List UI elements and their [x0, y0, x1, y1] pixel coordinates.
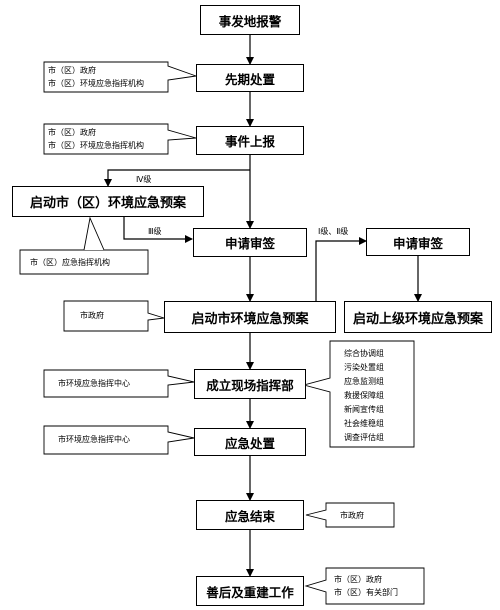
label-level1-2: Ⅰ级、Ⅱ级: [318, 227, 349, 236]
callout-c2-line2: 市（区）环境应急指挥机构: [48, 141, 144, 150]
callout-c7-shape: [305, 502, 395, 528]
step-s12: 善后及重建工作: [196, 576, 304, 606]
callout-c8: 市（区）政府 市（区）有关部门: [334, 573, 398, 599]
callout-c8-line2: 市（区）有关部门: [334, 588, 398, 597]
step-s8: 启动上级环境应急预案: [344, 301, 492, 333]
step-s10: 应急处置: [194, 428, 306, 456]
groups-list: 综合协调组 污染处置组 应急监测组 救援保障组 新闻宣传组 社会维稳组 调查评估…: [344, 347, 384, 445]
step-s2: 先期处置: [196, 64, 304, 92]
groups-callout-shape: [302, 340, 415, 448]
step-s7: 启动市环境应急预案: [164, 301, 336, 333]
callout-c2: 市（区）政府 市（区）环境应急指挥机构: [48, 126, 144, 152]
callout-c3: 市（区）应急指挥机构: [30, 256, 110, 269]
group-item: 调查评估组: [344, 433, 384, 442]
callout-c6-shape: [43, 425, 195, 455]
arrow-level4: [104, 169, 250, 187]
arrow-level1-2: [315, 237, 367, 301]
step-s5: 申请审签: [193, 228, 307, 257]
step-s4: 启动市（区）环境应急预案: [12, 186, 204, 217]
step-s3: 事件上报: [196, 126, 304, 155]
callout-c3-tail: [84, 218, 104, 250]
callout-c4: 市政府: [80, 309, 104, 322]
arrow-level3: [123, 217, 193, 243]
step-s6: 申请审签: [366, 228, 470, 256]
callout-c8-shape: [304, 567, 425, 605]
label-level3: Ⅲ级: [148, 227, 162, 236]
group-item: 综合协调组: [344, 349, 384, 358]
group-item: 新闻宣传组: [344, 405, 384, 414]
callout-c7-line1: 市政府: [340, 511, 364, 520]
callout-c5-line1: 市环境应急指挥中心: [58, 379, 130, 388]
step-s1: 事发地报警: [200, 5, 300, 35]
callout-c5-shape: [43, 369, 195, 398]
callout-c6-line1: 市环境应急指挥中心: [58, 435, 130, 444]
step-s9: 成立现场指挥部: [194, 369, 306, 399]
callout-c8-line1: 市（区）政府: [334, 575, 382, 584]
callout-c1-shape: [43, 61, 197, 93]
step-s11: 应急结束: [196, 500, 304, 530]
callout-c4-shape: [63, 300, 165, 332]
callout-c3-tail-lines: [83, 216, 105, 251]
group-item: 污染处置组: [344, 363, 384, 372]
callout-c1: 市（区）政府 市（区）环境应急指挥机构: [48, 64, 144, 90]
callout-c2-line1: 市（区）政府: [48, 128, 96, 137]
group-item: 救援保障组: [344, 391, 384, 400]
callout-c7: 市政府: [340, 509, 364, 522]
callout-c6: 市环境应急指挥中心: [58, 433, 130, 446]
callout-c1-line1: 市（区）政府: [48, 66, 96, 75]
callout-c3-shape: [19, 249, 149, 275]
callout-c1-line2: 市（区）环境应急指挥机构: [48, 79, 144, 88]
callout-c4-line1: 市政府: [80, 311, 104, 320]
group-item: 应急监测组: [344, 377, 384, 386]
group-item: 社会维稳组: [344, 419, 384, 428]
callout-c3-line1: 市（区）应急指挥机构: [30, 258, 110, 267]
callout-c5: 市环境应急指挥中心: [58, 377, 130, 390]
label-level4: Ⅳ级: [136, 175, 152, 184]
callout-c2-shape: [43, 123, 197, 155]
